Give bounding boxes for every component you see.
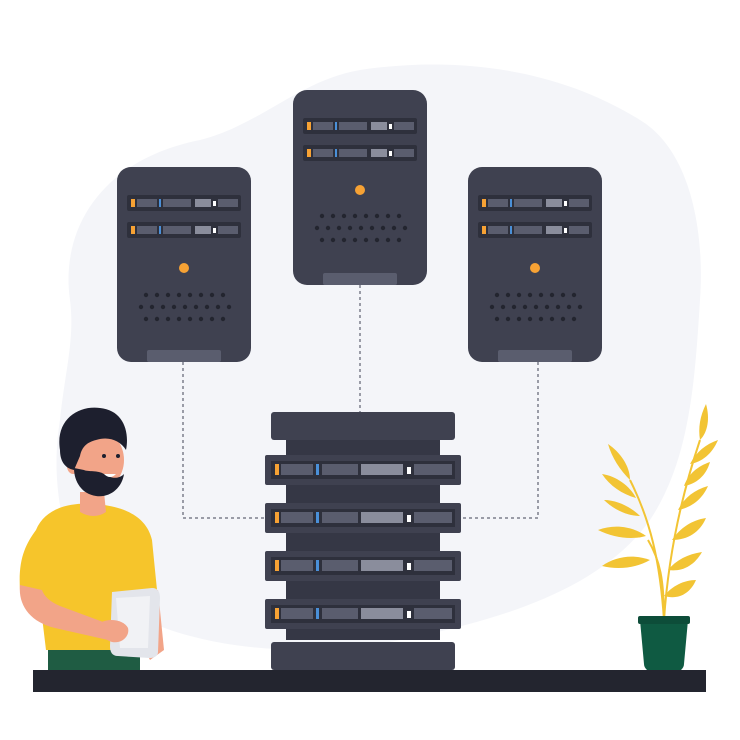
rack-bottom xyxy=(271,642,455,670)
server-rack-icon xyxy=(265,412,461,670)
person-hair xyxy=(59,407,127,470)
vent-grille xyxy=(138,292,232,322)
server-tower-middle-icon xyxy=(293,90,427,285)
server-base xyxy=(147,350,221,362)
vent-grille xyxy=(489,292,583,322)
person-illustration xyxy=(19,407,164,672)
person-arm-left xyxy=(19,585,115,640)
plant-pot xyxy=(640,620,688,672)
person-beard xyxy=(74,468,124,497)
person-hand xyxy=(100,620,129,643)
rack-unit-1 xyxy=(265,455,461,485)
plant-pot-rim xyxy=(638,616,690,624)
cable-left xyxy=(182,362,272,519)
cable-right xyxy=(458,362,539,519)
power-led xyxy=(179,263,189,273)
server-base xyxy=(498,350,572,362)
server-tower-right-icon xyxy=(468,167,602,362)
potted-plant-icon xyxy=(598,404,718,672)
server-base xyxy=(323,273,397,285)
rack-unit-2 xyxy=(265,503,461,533)
person-eye xyxy=(102,454,106,458)
desk-surface xyxy=(33,670,706,692)
plant-leaves xyxy=(598,404,718,598)
power-led xyxy=(530,263,540,273)
person-neck xyxy=(80,492,106,516)
person-mouth xyxy=(104,474,116,477)
power-led xyxy=(355,185,365,195)
person-eye xyxy=(116,454,120,458)
rack-top xyxy=(271,412,455,440)
network-cables xyxy=(182,285,539,519)
vent-grille xyxy=(314,213,408,243)
rack-unit-4 xyxy=(265,599,461,629)
server-tower-left-icon xyxy=(117,167,251,362)
rack-unit-3 xyxy=(265,551,461,581)
